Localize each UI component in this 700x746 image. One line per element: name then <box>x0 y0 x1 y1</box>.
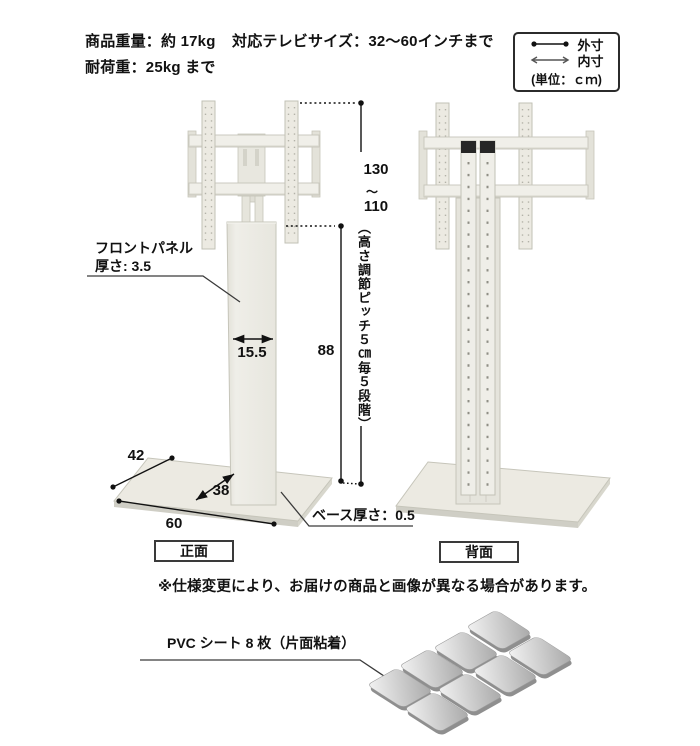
load-capacity-text: 耐荷重：25kg まで <box>85 59 216 76</box>
front-panel-callout: フロントパネル 厚さ: 3.5 <box>95 239 193 275</box>
legend-inner-label: 内寸 <box>577 53 604 69</box>
dim-column-width: 15.5 <box>237 344 267 361</box>
front-view-label: 正面 <box>180 543 208 559</box>
height-adjustment-note: （高さ調節ピッチ５㎝毎５段階） <box>356 221 371 431</box>
legend-inner-row: 内寸 <box>529 52 604 69</box>
dim-column-height: 88 <box>317 342 335 359</box>
pvc-sheet-label: PVC シート 8 枚（片面粘着） <box>167 635 356 651</box>
front-panel-callout-line1: フロントパネル <box>95 240 193 256</box>
tv-size-text: 対応テレビサイズ：32～60インチまで <box>232 33 494 50</box>
back-view-illustration <box>395 102 611 528</box>
legend-outer-row: 外寸 <box>529 36 604 53</box>
inner-dimension-icon <box>531 56 570 64</box>
dim-height-min: 110 <box>363 198 389 215</box>
back-view-tag: 背面 <box>439 541 519 563</box>
front-view-illustration <box>113 100 333 527</box>
dimension-lines <box>110 100 364 527</box>
base-thickness-callout: ベース厚さ：0.5 <box>312 507 415 523</box>
dim-base-depth: 42 <box>127 447 145 464</box>
legend-unit-label: (単位：ｃｍ) <box>531 73 602 87</box>
dim-base-width: 60 <box>165 515 183 532</box>
product-weight-text: 商品重量：約 17kg <box>85 33 216 50</box>
pvc-sheets-illustration <box>366 609 575 737</box>
dim-height-tilde: ～ <box>365 185 379 199</box>
dim-height-max: 130 <box>363 161 389 178</box>
dimension-legend: 外寸 内寸 (単位：ｃｍ) <box>513 32 620 92</box>
legend-outer-label: 外寸 <box>577 37 604 53</box>
disclaimer-text: ※仕様変更により、お届けの商品と画像が異なる場合があります。 <box>158 579 597 595</box>
back-view-label: 背面 <box>465 544 493 560</box>
outer-dimension-icon <box>531 41 570 47</box>
front-view-tag: 正面 <box>154 540 234 562</box>
front-panel-callout-line2: 厚さ: 3.5 <box>95 258 152 274</box>
dim-base-inner-depth: 38 <box>212 482 230 499</box>
